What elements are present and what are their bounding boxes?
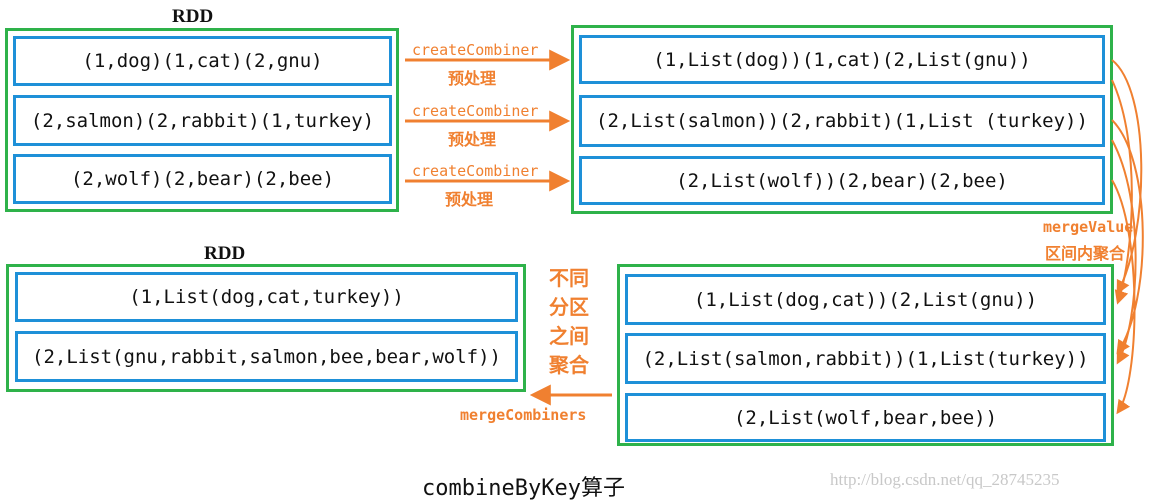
create-combiner-label-3: createCombiner — [412, 162, 539, 180]
bottom-right-row-1: (1,List(dog,cat))(2,List(gnu)) — [625, 274, 1106, 325]
top-left-row-1: (1,dog)(1,cat)(2,gnu) — [13, 36, 392, 86]
bottom-right-row-3: (2,List(wolf,bear,bee)) — [625, 393, 1106, 442]
top-left-partition-box — [5, 28, 399, 212]
merge-value-arrow-2 — [1111, 119, 1144, 355]
bottom-right-row-2: (2,List(salmon,rabbit))(1,List(turkey)) — [625, 333, 1106, 384]
watermark: http://blog.csdn.net/qq_28745235 — [830, 470, 1060, 489]
create-combiner-label-1: createCombiner — [412, 41, 539, 59]
merge-value-arrow-4 — [1111, 79, 1133, 305]
create-combiner-sublabel-1: 预处理 — [448, 69, 497, 88]
merge-value-sublabel: 区间内聚合 — [1045, 244, 1126, 263]
merge-value-arrow-1 — [1111, 59, 1143, 295]
merge-combiners-vertical-text: 不同分区之间聚合 — [549, 266, 589, 377]
create-combiner-sublabel-3: 预处理 — [445, 190, 494, 209]
top-rdd-title: RDD — [172, 6, 214, 27]
top-right-row-1: (1,List(dog))(1,cat)(2,List(gnu)) — [579, 35, 1105, 84]
top-left-row-3: (2,wolf)(2,bear)(2,bee) — [13, 154, 392, 204]
bottom-rdd-title: RDD — [204, 243, 246, 264]
top-right-row-3: (2,List(wolf))(2,bear)(2,bee) — [579, 156, 1105, 205]
merge-value-arrow-3 — [1111, 179, 1136, 415]
bottom-left-partition-box — [6, 264, 526, 392]
merge-combiners-label: mergeCombiners — [460, 406, 587, 424]
top-left-row-2: (2,salmon)(2,rabbit)(1,turkey) — [13, 95, 392, 146]
merge-value-arrow-5 — [1111, 139, 1137, 365]
create-combiner-sublabel-2: 预处理 — [448, 130, 497, 149]
create-combiner-label-2: createCombiner — [412, 102, 539, 120]
top-right-partition-box — [571, 25, 1113, 214]
bottom-right-partition-box — [617, 264, 1114, 446]
top-right-row-2: (2,List(salmon))(2,rabbit)(1,List (turke… — [579, 95, 1105, 147]
merge-value-label: mergeValue — [1043, 218, 1134, 236]
diagram-caption: combineByKey算子 — [422, 476, 625, 501]
bottom-left-row-2: (2,List(gnu,rabbit,salmon,bee,bear,wolf)… — [15, 331, 518, 382]
bottom-left-row-1: (1,List(dog,cat,turkey)) — [15, 272, 518, 322]
